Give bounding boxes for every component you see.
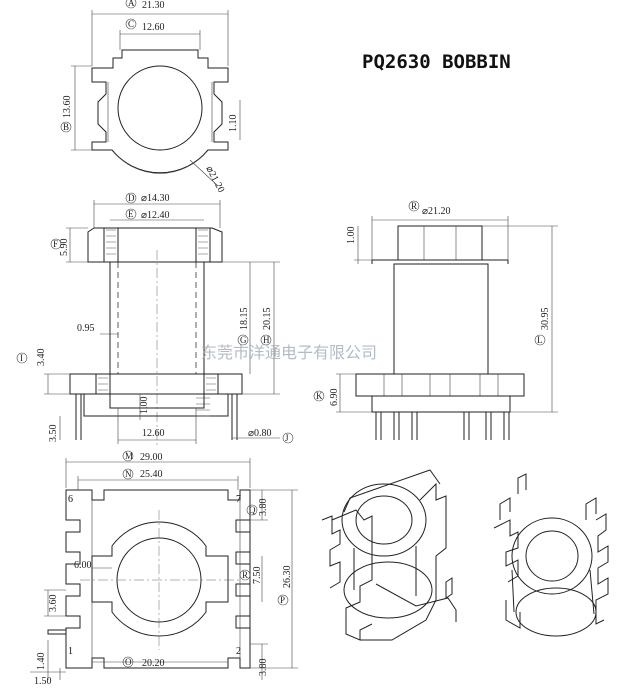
front-view: D ⌀14.30 E ⌀12.40 F 5.90 G 18.15 H 20.15… xyxy=(16,192,294,448)
dim-q-letter: Q xyxy=(249,505,256,515)
dim-p-value: 26.30 xyxy=(282,566,293,589)
dim-k-value: 6.90 xyxy=(329,389,340,407)
dim-right-value: 1.10 xyxy=(228,115,239,133)
dim-f-value: 5.90 xyxy=(59,239,70,257)
dim-bottom-value: 12.60 xyxy=(142,428,165,439)
isometric-view-left xyxy=(321,469,457,641)
dim-inner-value: 1.00 xyxy=(139,397,150,415)
dim-g-value: 18.15 xyxy=(239,308,250,331)
company-watermark: 东莞市洋通电子有限公司 xyxy=(201,343,377,362)
dim-h-value: 20.15 xyxy=(262,308,273,331)
dim-foot-value: 1.40 xyxy=(36,653,47,671)
dim-r-side-letter: R xyxy=(411,201,417,211)
dim-b-letter: B xyxy=(63,122,69,132)
dim-c-letter: C xyxy=(128,19,134,29)
dim-l-letter: L xyxy=(537,335,543,345)
pin-6-label: 6 xyxy=(68,494,73,505)
dim-p-letter: P xyxy=(280,595,285,605)
dim-a-value: 21.30 xyxy=(142,0,165,11)
dim-diam-value: ⌀21.20 xyxy=(203,164,226,194)
dim-left-inner-value: 6.00 xyxy=(74,560,92,571)
dim-r-bottom-letter: R xyxy=(242,570,248,580)
bottom-view: 6 7 1 2 M 29.00 N 25.40 Q 3.80 R 7.50 xyxy=(30,450,298,687)
dim-d-letter: D xyxy=(128,193,135,203)
dim-foot-w-value: 1.50 xyxy=(34,676,52,687)
dim-n-letter: N xyxy=(125,469,132,479)
dim-j-value: ⌀0.80 xyxy=(248,428,272,439)
dim-right-lower-value: 3.80 xyxy=(258,659,269,677)
dim-m-letter: M xyxy=(125,451,133,461)
dim-wall-value: 0.95 xyxy=(77,323,95,334)
pin-7-label: 7 xyxy=(236,494,241,505)
dim-i-value: 3.40 xyxy=(36,349,47,367)
dim-o-letter: O xyxy=(125,657,132,667)
dim-side-top-value: 1.00 xyxy=(346,227,357,245)
dim-a-letter: A xyxy=(128,0,135,8)
dim-i-letter: I xyxy=(20,353,23,363)
dim-e-letter: E xyxy=(128,209,134,219)
drawing-title: PQ2630 BOBBIN xyxy=(362,51,511,73)
dim-c-value: 12.60 xyxy=(142,22,165,33)
dim-r-side-value: ⌀21.20 xyxy=(422,206,451,217)
dim-o-value: 20.20 xyxy=(142,658,165,669)
dim-l-value: 30.95 xyxy=(540,308,551,331)
dim-b-value: 13.60 xyxy=(62,96,73,119)
dim-q-value: 3.80 xyxy=(258,499,269,517)
side-view: R ⌀21.20 1.00 L 30.95 K 6.90 xyxy=(313,200,558,440)
top-view: A 21.30 C 12.60 B 13.60 1.10 ⌀21.20 xyxy=(60,0,241,195)
dim-left-lower-value: 3.60 xyxy=(48,595,59,613)
pin-1-label: 1 xyxy=(68,646,73,657)
dim-h-letter: H xyxy=(263,335,270,345)
pin-2-label: 2 xyxy=(236,646,241,657)
dim-n-value: 25.40 xyxy=(140,469,163,480)
dim-f-letter: F xyxy=(53,239,58,249)
dim-pinlen-value: 3.50 xyxy=(48,425,59,443)
dim-g-letter: G xyxy=(240,335,247,345)
dim-m-value: 29.00 xyxy=(140,452,163,463)
dim-j-letter: J xyxy=(285,433,289,443)
dim-d-value: ⌀14.30 xyxy=(141,193,170,204)
isometric-view-right xyxy=(493,473,609,637)
dim-r-bottom-value: 7.50 xyxy=(252,567,263,585)
dim-k-letter: K xyxy=(316,391,323,401)
dim-e-value: ⌀12.40 xyxy=(141,210,170,221)
